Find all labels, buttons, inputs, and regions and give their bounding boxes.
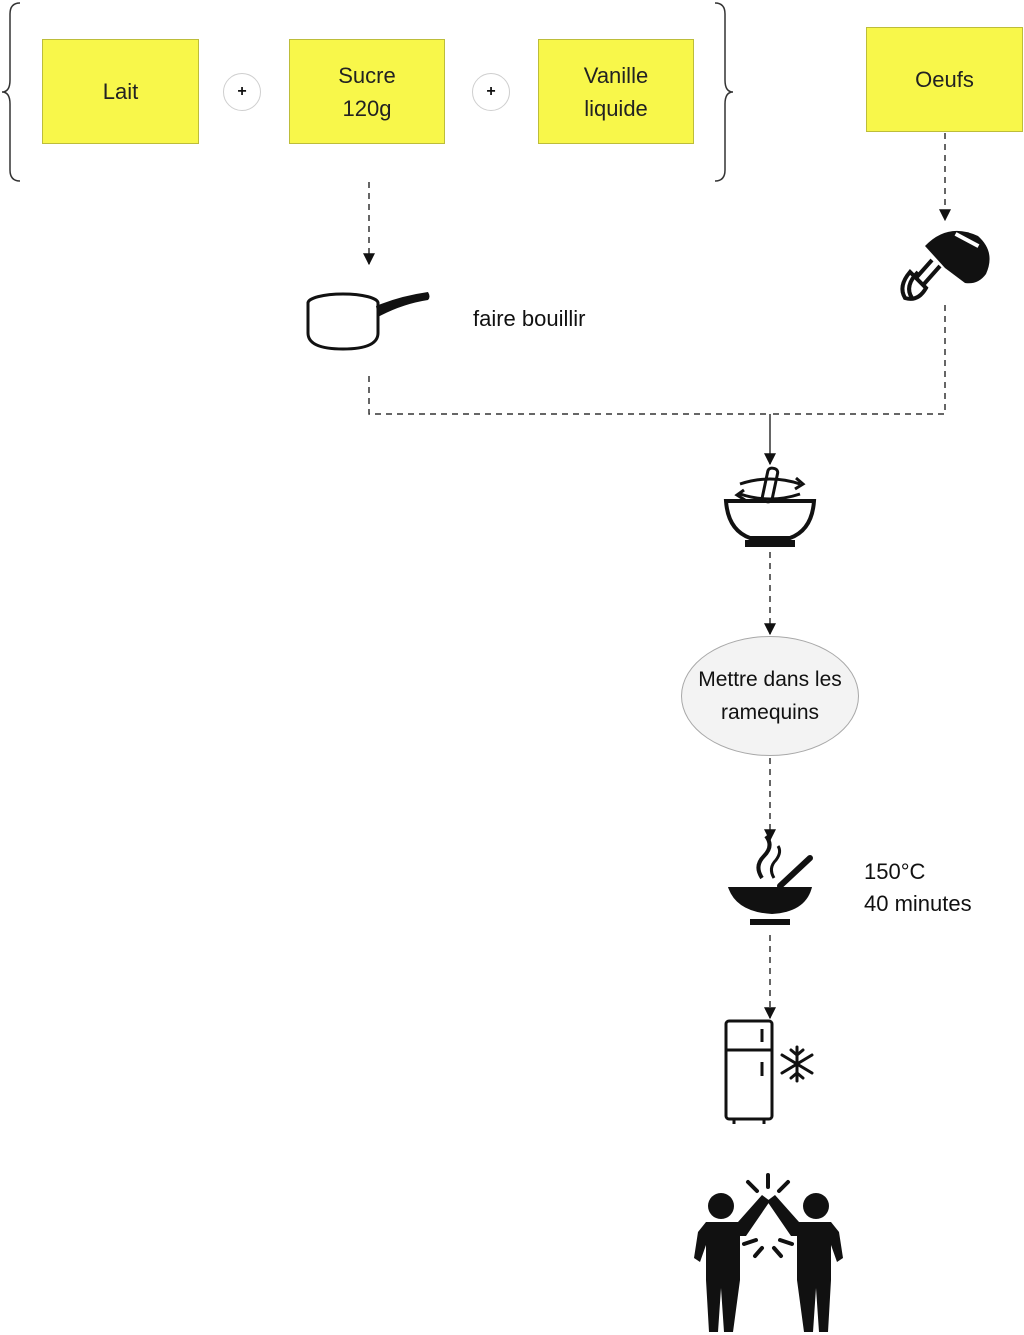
plus-sign: + xyxy=(486,83,496,100)
oven-duration: 40 minutes xyxy=(864,891,972,916)
ramequins-line-1: Mettre dans les xyxy=(698,668,842,691)
boil-step-label: faire bouillir xyxy=(473,306,586,331)
vanille-label: Vanille xyxy=(583,62,649,88)
hot-dish-icon xyxy=(728,834,813,925)
ramequins-line-2: ramequins xyxy=(720,701,820,724)
left-curly-brace xyxy=(1,2,21,182)
vanille-box: Vanille liquide xyxy=(538,39,694,144)
hand-mixer-icon xyxy=(900,230,990,301)
right-curly-brace xyxy=(714,2,734,182)
sucre-label: Sucre xyxy=(338,62,396,88)
plus-operator-2: + xyxy=(472,73,510,111)
oven-temperature: 150°C xyxy=(864,859,926,884)
fridge-icon xyxy=(724,1019,774,1124)
saucepan-icon xyxy=(306,292,430,351)
vanille-type: liquide xyxy=(584,95,648,121)
sucre-box: Sucre 120g xyxy=(289,39,445,144)
mixing-bowl-icon xyxy=(723,466,817,547)
lait-box: Lait xyxy=(42,39,199,144)
oeufs-box: Oeufs xyxy=(866,27,1023,132)
lait-label: Lait xyxy=(102,79,139,104)
sucre-quantity: 120g xyxy=(342,95,392,121)
plus-sign: + xyxy=(237,83,247,100)
connector-mixer-to-merge xyxy=(770,305,946,415)
high-five-icon xyxy=(694,1173,843,1332)
oeufs-label: Oeufs xyxy=(915,67,974,92)
snowflake-icon xyxy=(780,1045,814,1083)
plus-operator-1: + xyxy=(223,73,261,111)
connector-saucepan-to-merge xyxy=(368,376,770,415)
ramequins-step-node: Mettre dans les ramequins xyxy=(681,636,859,756)
